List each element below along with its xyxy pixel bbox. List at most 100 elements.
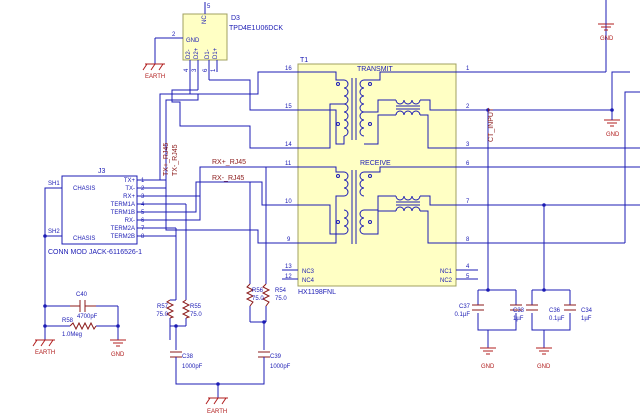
svg-text:NC1: NC1 — [440, 269, 453, 275]
svg-text:RX+: RX+ — [123, 194, 135, 200]
t1-receive: RECEIVE — [360, 160, 391, 167]
svg-text:SH1: SH1 — [48, 181, 60, 187]
svg-text:15: 15 — [285, 104, 292, 110]
d3-pin-nc: NC — [202, 15, 208, 24]
svg-text:75.0: 75.0 — [275, 296, 287, 302]
j3-part: CONN MOD JACK-6116526-1 — [48, 249, 142, 256]
c38-capacitor[interactable] — [170, 351, 182, 360]
d3-pin-d2p: D2+ — [194, 47, 200, 59]
svg-text:C39: C39 — [270, 354, 282, 360]
ground-icon — [598, 0, 614, 31]
svg-text:3: 3 — [466, 142, 470, 148]
svg-text:1µF: 1µF — [513, 316, 524, 322]
svg-text:7: 7 — [466, 199, 470, 205]
svg-text:EARTH: EARTH — [145, 74, 165, 80]
svg-text:5: 5 — [141, 210, 145, 216]
net-ct-input: CT_INPUT — [488, 107, 495, 142]
svg-text:1.0Meg: 1.0Meg — [62, 332, 82, 338]
svg-text:GND: GND — [600, 36, 614, 42]
svg-text:NC4: NC4 — [302, 278, 315, 284]
r54-resistor[interactable] — [261, 283, 271, 307]
c39-capacitor[interactable] — [258, 351, 270, 360]
svg-text:7: 7 — [141, 226, 145, 232]
svg-text:TX+: TX+ — [124, 178, 136, 184]
earth-icon — [205, 397, 228, 405]
svg-text:1000pF: 1000pF — [270, 364, 291, 370]
r55-resistor[interactable] — [181, 299, 191, 319]
svg-text:NC2: NC2 — [440, 278, 453, 284]
svg-text:2: 2 — [466, 104, 470, 110]
svg-text:TX-: TX- — [125, 186, 135, 192]
c37-capacitor[interactable] — [472, 304, 484, 311]
svg-text:75.0: 75.0 — [190, 312, 202, 318]
d3-pin-gnd: GND — [186, 38, 200, 44]
svg-text:0.1µF: 0.1µF — [455, 312, 471, 318]
svg-text:4: 4 — [141, 202, 145, 208]
svg-text:6: 6 — [203, 68, 209, 72]
svg-text:4700pF: 4700pF — [77, 314, 98, 320]
svg-text:8: 8 — [141, 234, 145, 240]
r57-resistor[interactable] — [165, 299, 175, 319]
svg-text:R57: R57 — [157, 304, 169, 310]
t1-transformer[interactable]: T1 TRANSMIT RECEIVE HX1198FNL NC3 NC4 NC… — [297, 57, 457, 296]
svg-text:TERM2A: TERM2A — [111, 226, 135, 232]
r58-resistor[interactable] — [69, 321, 97, 331]
svg-text:C40: C40 — [76, 292, 88, 298]
svg-text:C37: C37 — [459, 304, 471, 310]
r56-resistor[interactable] — [245, 283, 255, 307]
d3-esd-array[interactable]: 5 NC D3 TPD4E1U06DCK GND 2 D2- D2+ D1- D… — [154, 2, 283, 72]
svg-text:TERM2B: TERM2B — [111, 234, 135, 240]
svg-text:TERM1A: TERM1A — [111, 202, 135, 208]
j3-connector[interactable]: J3 CONN MOD JACK-6116526-1 SH1 CHASIS SH… — [48, 168, 145, 256]
svg-text:75.0: 75.0 — [156, 312, 168, 318]
svg-text:CHASIS: CHASIS — [73, 186, 95, 192]
svg-text:16: 16 — [285, 66, 292, 72]
d3-num-gnd: 2 — [172, 32, 176, 38]
svg-text:5: 5 — [466, 274, 470, 280]
svg-text:2: 2 — [141, 186, 145, 192]
svg-text:75.0: 75.0 — [252, 296, 264, 302]
c33-capacitor[interactable] — [510, 304, 522, 311]
ground-icon — [110, 339, 126, 347]
c34-capacitor[interactable] — [564, 304, 576, 311]
c36-capacitor[interactable] — [526, 304, 538, 311]
svg-text:1000pF: 1000pF — [182, 364, 203, 370]
svg-text:3: 3 — [141, 194, 145, 200]
svg-text:R54: R54 — [275, 288, 287, 294]
svg-text:C34: C34 — [581, 308, 593, 314]
net-rx-minus: RX-_RJ45 — [212, 175, 244, 182]
ground-icon — [604, 110, 620, 127]
svg-text:C33: C33 — [513, 308, 525, 314]
svg-text:GND: GND — [606, 132, 620, 138]
svg-text:13: 13 — [285, 264, 292, 270]
d3-part: TPD4E1U06DCK — [229, 25, 283, 32]
c40-capacitor[interactable] — [70, 300, 96, 312]
svg-text:R58: R58 — [62, 318, 74, 324]
svg-text:EARTH: EARTH — [35, 350, 55, 356]
svg-text:GND: GND — [111, 352, 125, 358]
svg-text:1: 1 — [211, 68, 217, 72]
svg-text:4: 4 — [466, 264, 470, 270]
svg-text:11: 11 — [285, 161, 292, 167]
j3-ref: J3 — [98, 168, 106, 175]
svg-text:9: 9 — [287, 237, 291, 243]
svg-text:TERM1B: TERM1B — [111, 210, 135, 216]
svg-text:NC3: NC3 — [302, 269, 315, 275]
svg-text:6: 6 — [141, 218, 145, 224]
net-tx-minus: TX-_RJ45 — [172, 144, 179, 176]
d3-ref: D3 — [231, 15, 240, 22]
ground-icon — [536, 347, 552, 355]
net-rx-plus: RX+_RJ45 — [212, 159, 246, 166]
svg-text:C38: C38 — [182, 354, 194, 360]
svg-text:GND: GND — [481, 364, 495, 370]
d3-pin-d2n: D2- — [186, 49, 192, 59]
t1-transmit: TRANSMIT — [357, 66, 394, 73]
svg-text:CHASIS: CHASIS — [73, 236, 95, 242]
svg-text:4: 4 — [184, 68, 190, 72]
t1-part: HX1198FNL — [298, 289, 336, 296]
svg-text:3: 3 — [192, 68, 198, 72]
d3-pin-num-nc: 5 — [207, 4, 211, 10]
net-tx-plus: TX+_RJ45 — [163, 143, 170, 176]
svg-text:12: 12 — [285, 274, 292, 280]
